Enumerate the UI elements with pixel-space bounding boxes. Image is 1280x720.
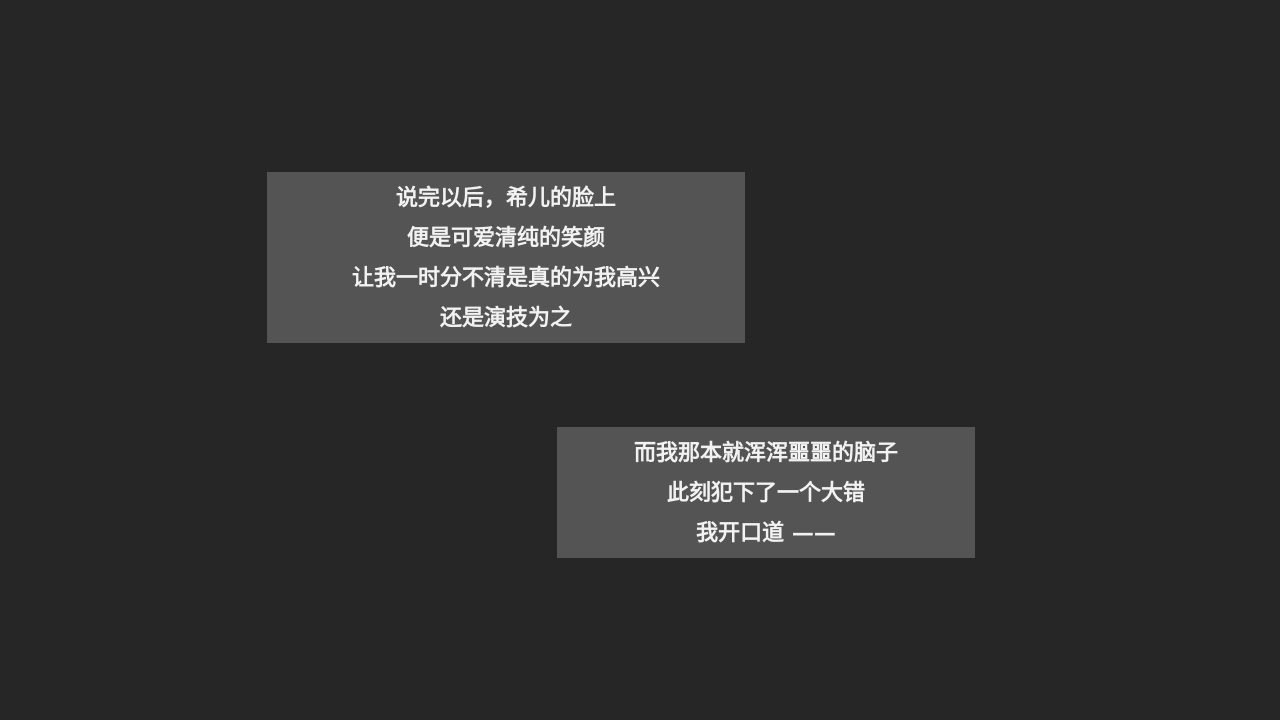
narration-line: 说完以后，希儿的脸上 bbox=[395, 184, 616, 211]
narration-line: 此刻犯下了一个大错 bbox=[666, 479, 865, 506]
narration-line: 还是演技为之 bbox=[439, 304, 572, 331]
narration-line: 而我那本就浑浑噩噩的脑子 bbox=[633, 439, 898, 466]
narration-line: 便是可爱清纯的笑颜 bbox=[406, 224, 605, 251]
narration-box-2: 而我那本就浑浑噩噩的脑子 此刻犯下了一个大错 我开口道 —— bbox=[557, 427, 975, 558]
narration-box-1: 说完以后，希儿的脸上 便是可爱清纯的笑颜 让我一时分不清是真的为我高兴 还是演技… bbox=[267, 172, 745, 343]
narration-line: 让我一时分不清是真的为我高兴 bbox=[351, 264, 660, 291]
narration-line: 我开口道 —— bbox=[696, 519, 836, 546]
